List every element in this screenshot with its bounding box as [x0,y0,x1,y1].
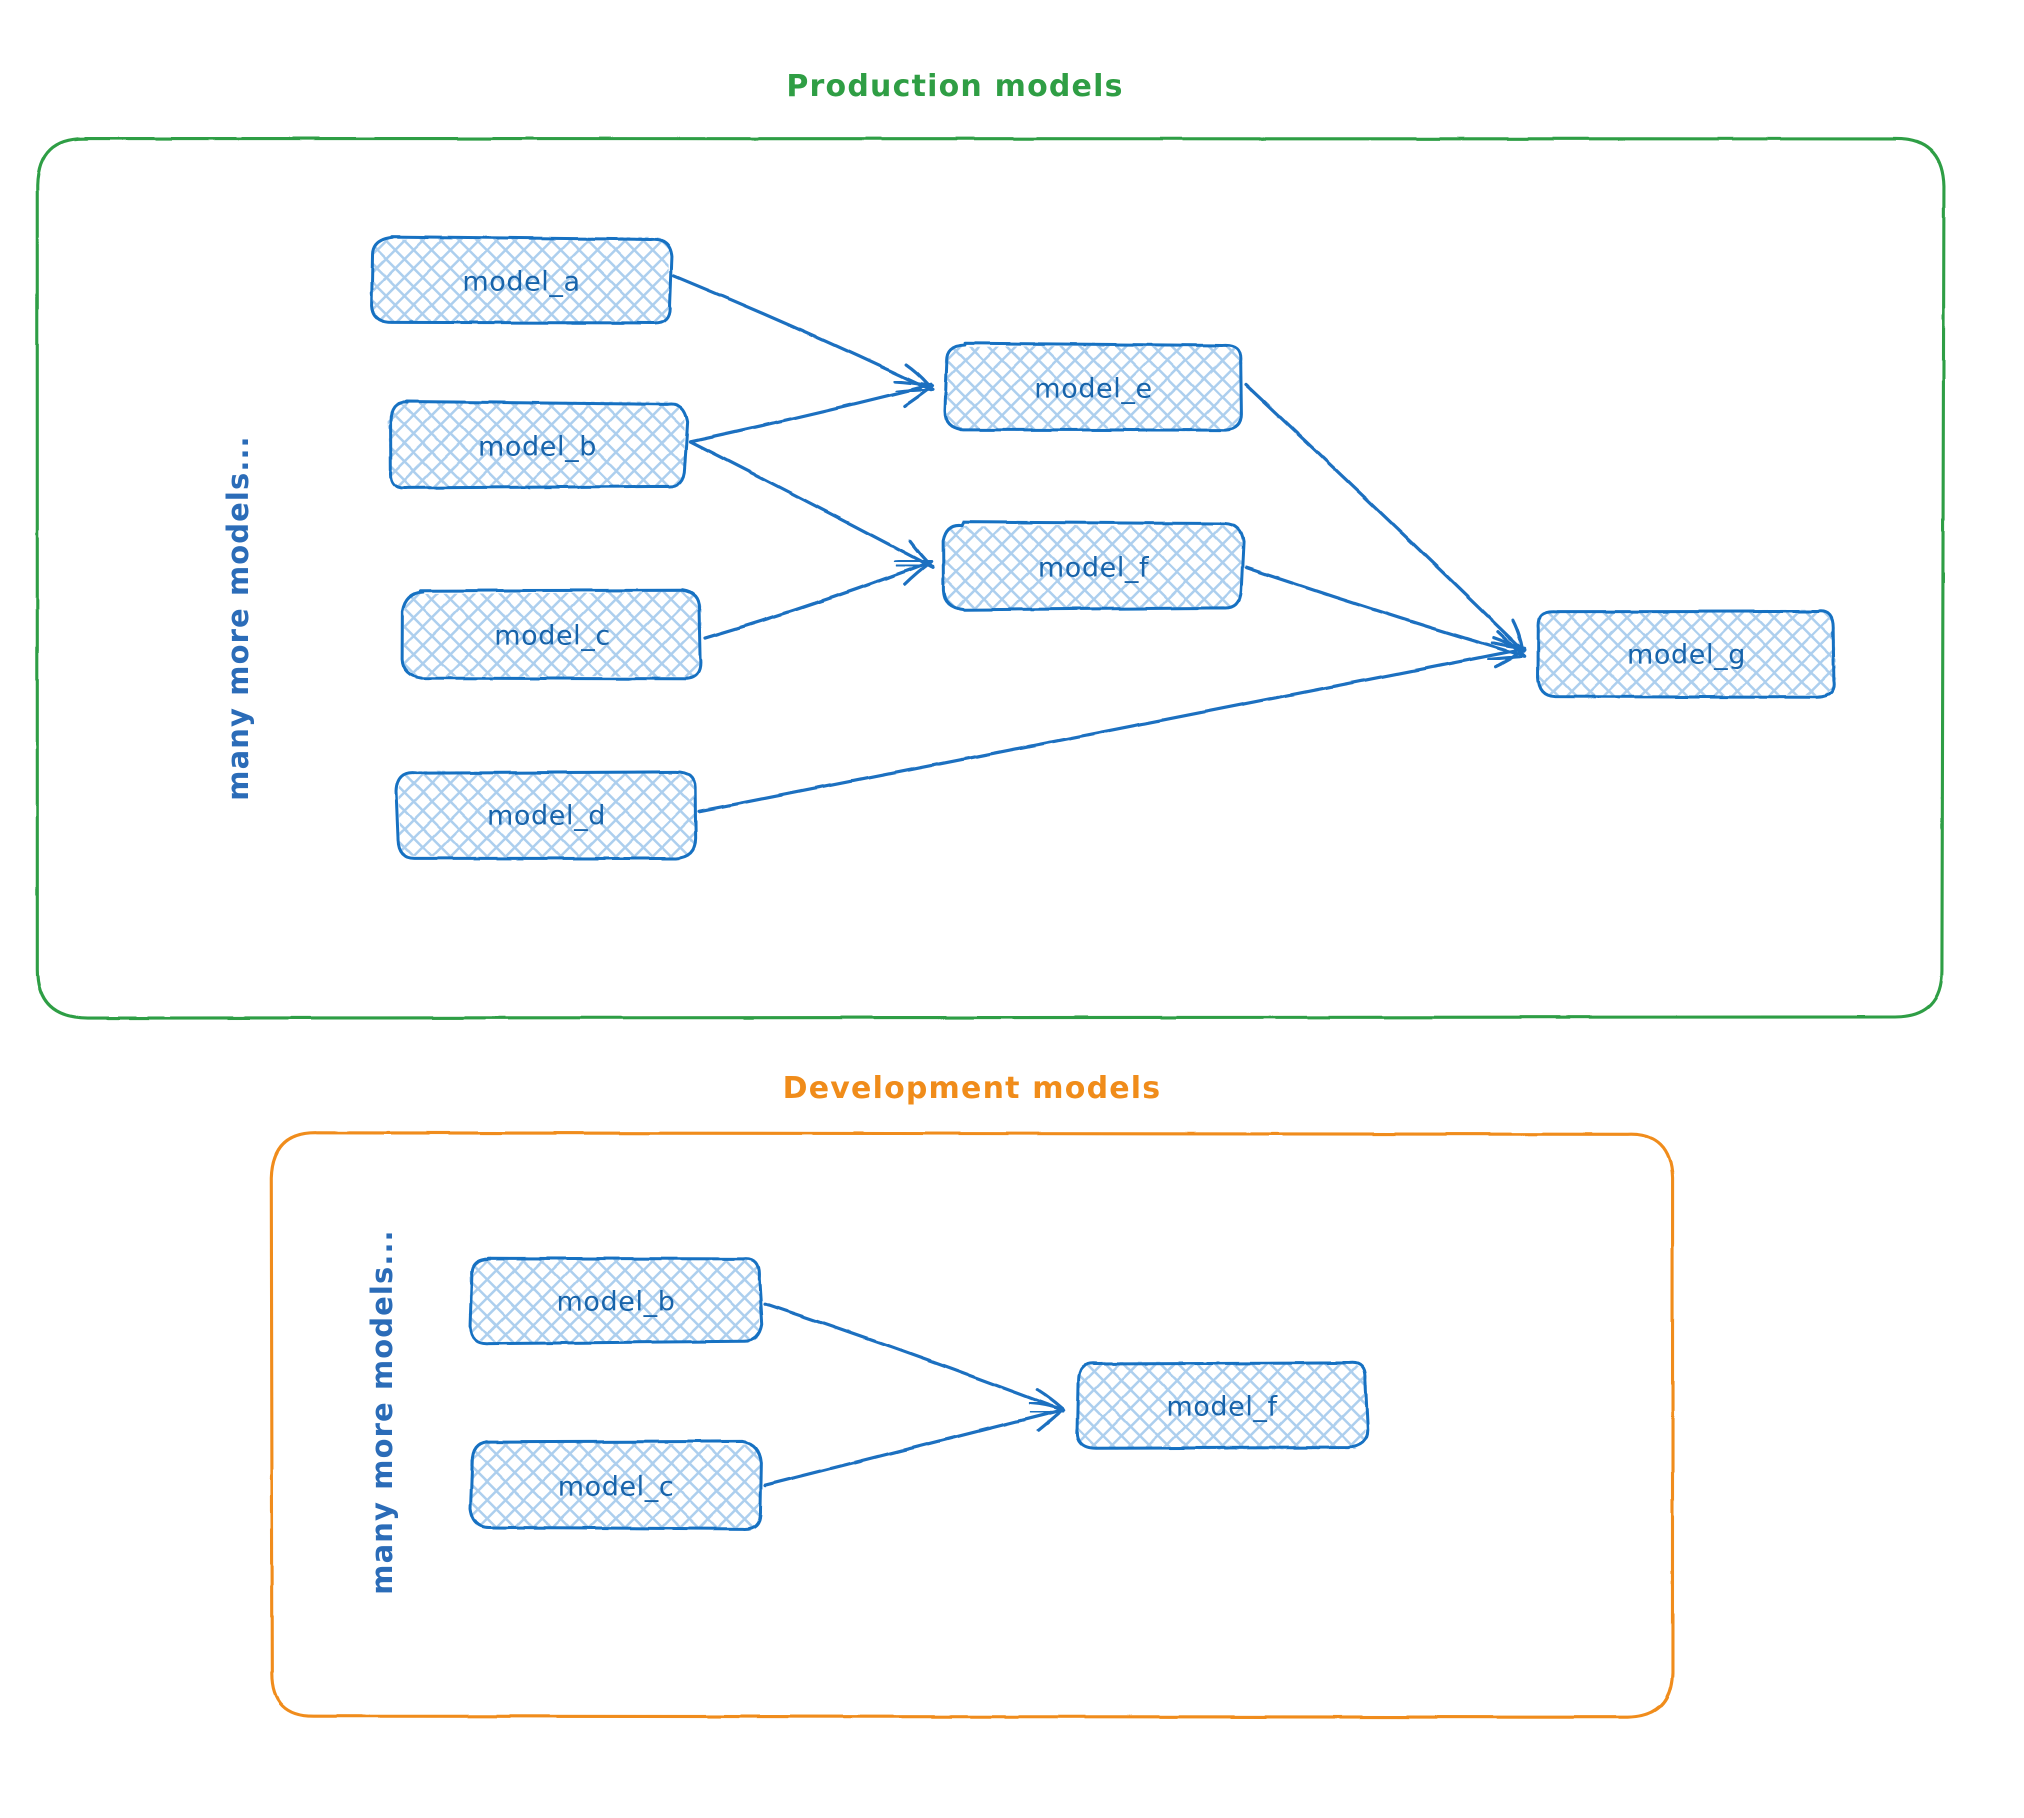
edge-line [672,274,933,392]
node-prod_model_f[interactable]: model_f [941,520,1246,612]
edge-line [763,1302,1065,1413]
node-fill [403,591,702,677]
node-outline [941,520,1246,612]
arrowhead-stroke [908,539,935,569]
edges-layer [672,274,1527,1487]
group-production [35,136,1946,1020]
node-fill [387,401,685,488]
arrowhead-stroke [903,384,935,408]
group-frame-development [269,1131,1675,1719]
node-fill [1076,1361,1368,1450]
arrowhead-stroke [893,558,933,564]
node-outline [370,235,674,325]
side-label-production: many more models... [221,435,255,800]
node-prod_model_d[interactable]: model_d [394,770,698,860]
node-dev_model_c[interactable]: model_c [469,1439,763,1531]
node-dev_model_b[interactable]: model_b [468,1256,764,1346]
arrowhead-stroke [1487,654,1525,661]
node-outline [1075,1361,1370,1450]
group-development [269,1131,1675,1719]
group-title-development: Development models [783,1071,1162,1106]
edge-prod_model_b-to-prod_model_e [688,379,935,443]
edge-line [688,439,933,569]
node-outline [469,1439,763,1531]
node-label: model_b [478,432,597,463]
edge-prod_model_c-to-prod_model_f [703,558,933,640]
edge-prod_model_e-to-prod_model_g [1244,383,1527,653]
node-outline [400,588,702,681]
node-fill [1536,609,1837,698]
edge-prod_model_f-to-prod_model_g [1244,566,1527,661]
labels-layer: Production models many more models... Deve… [221,69,1162,1595]
edge-prod_model_b-to-prod_model_f [688,439,935,569]
edge-line [763,1408,1065,1487]
edge-line [703,560,933,640]
node-label: model_c [558,1472,675,1503]
node-fill [943,344,1243,432]
arrowhead-stroke [902,561,932,586]
node-label: model_g [1627,640,1746,671]
node-label: model_c [494,621,611,652]
arrowhead-stroke [1496,630,1527,658]
node-fill [398,770,697,859]
arrowhead-stroke [1036,1408,1065,1433]
side-label-development: many more models... [365,1229,399,1594]
node-label: model_b [557,1287,676,1318]
node-label: model_d [487,801,606,832]
node-prod_model_b[interactable]: model_b [387,400,690,490]
node-label: model_f [1166,1392,1278,1423]
node-outline [1536,609,1836,699]
node-label: model_a [462,267,580,298]
node-prod_model_g[interactable]: model_g [1536,609,1837,699]
node-outline [388,400,690,490]
groups-layer [35,136,1946,1719]
node-fill [943,523,1242,610]
node-outline [394,770,698,860]
node-label: model_e [1034,374,1152,405]
group-frame-production [35,136,1946,1020]
nodes-layer: model_a model_b model_c model_d model_emodel… [370,235,1837,1531]
arrowhead-stroke [1490,641,1527,650]
node-fill [470,1441,762,1529]
arrowhead-stroke [893,379,932,388]
node-fill [469,1256,761,1343]
node-outline [943,341,1243,432]
node-prod_model_a[interactable]: model_a [370,235,674,325]
edge-line [697,647,1526,813]
edge-prod_model_d-to-prod_model_g [697,641,1527,813]
arrowhead-stroke [1493,648,1526,669]
node-prod_model_c[interactable]: model_c [400,588,702,681]
edge-line [688,383,933,443]
edge-prod_model_a-to-prod_model_e [672,274,934,394]
edge-dev_model_c-to-dev_model_f [763,1401,1065,1487]
arrowhead-stroke [1028,1401,1064,1411]
node-outline [468,1256,764,1346]
node-label: model_f [1038,553,1150,584]
node-prod_model_e[interactable]: model_e [943,341,1243,432]
edge-dev_model_b-to-dev_model_f [763,1302,1066,1414]
node-fill [371,236,670,324]
group-title-production: Production models [786,69,1123,104]
edge-line [1244,383,1526,653]
edge-line [1244,566,1526,658]
node-dev_model_f[interactable]: model_f [1075,1361,1370,1450]
